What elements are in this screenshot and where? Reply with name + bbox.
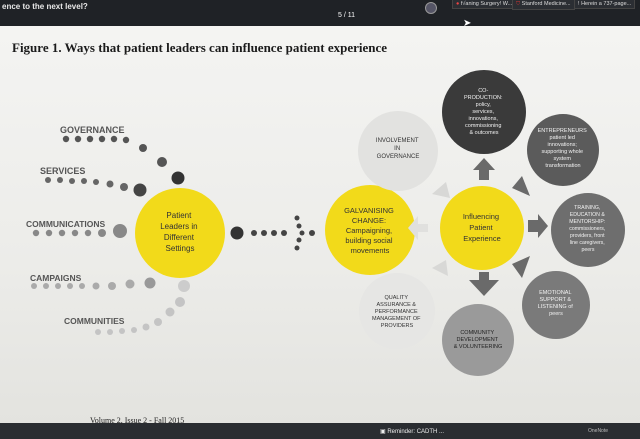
- tab-title[interactable]: ence to the next level?: [2, 2, 88, 11]
- quality-line-1: QUALITY: [385, 295, 409, 301]
- training-line-5: providers, front: [570, 233, 605, 239]
- training-line-2: EDUCATION &: [570, 212, 606, 218]
- reminder-label: Reminder: CADTH ...: [387, 429, 445, 435]
- journal-footer: Volume 2, Issue 2 - Fall 2015: [90, 416, 185, 425]
- connector-dots: [230, 215, 315, 251]
- svg-text:COMMUNITY DEVELOPMENT: COMMUNITY DEVELOPMENT & VOLUNTEERING: [454, 330, 503, 350]
- communications-dots: [32, 224, 127, 238]
- coproduction-line-2: PRODUCTION:: [464, 95, 503, 101]
- bookmark-label-1: f√aning Surgery! W...: [460, 1, 513, 7]
- svg-text:EMOTIONAL SUPPORT &: EMOTIONAL SUPPORT & LISTENING of peers: [538, 290, 575, 317]
- entrepreneurs-line-2: patient led: [550, 135, 575, 141]
- label-campaigns: CAMPAIGNS: [30, 273, 82, 283]
- quality-line-4: MANAGEMENT OF: [372, 316, 421, 322]
- svg-text:QUALITY ASSURANCE &: QUALITY ASSURANCE & PERFORMANCE MANAGEME…: [372, 295, 422, 329]
- leaders-line-2: Leaders in: [160, 222, 197, 231]
- reminder-icon: ▣: [380, 429, 386, 435]
- training-line-3: MENTORSHIP:: [569, 219, 605, 225]
- bookmark-tab-3[interactable]: ! Herein a 737-page...: [574, 0, 636, 9]
- galvanising-line-4: building social: [345, 236, 392, 245]
- community-line-3: & VOLUNTEERING: [454, 344, 503, 350]
- quality-line-2: ASSURANCE &: [377, 302, 417, 308]
- taskbar-app-label[interactable]: OneNote: [588, 428, 609, 434]
- entrepreneurs-circle: ENTREPRENEURS patient led innovations; s…: [527, 114, 599, 186]
- label-communications: COMMUNICATIONS: [26, 219, 105, 229]
- coproduction-line-4: services,: [472, 109, 494, 115]
- leaders-line-4: Settings: [166, 244, 195, 253]
- direction-arrows: [408, 158, 548, 296]
- influencing-line-2: Patient: [469, 223, 493, 232]
- coproduction-line-7: & outcomes: [469, 130, 498, 136]
- exclamation-icon: !: [578, 1, 580, 7]
- training-line-6: line caregivers,: [570, 240, 605, 246]
- quality-line-5: PROVIDERS: [381, 323, 414, 329]
- bookmark-label-3: Herein a 737-page...: [581, 1, 632, 7]
- community-line-1: COMMUNITY: [460, 330, 494, 336]
- involvement-line-3: GOVERNANCE: [377, 154, 420, 160]
- emotional-line-2: SUPPORT &: [539, 297, 571, 303]
- bookmark-label-2: Stanford Medicine...: [521, 1, 571, 7]
- community-development-circle: COMMUNITY DEVELOPMENT & VOLUNTEERING: [442, 304, 514, 376]
- emotional-support-circle: EMOTIONAL SUPPORT & LISTENING of peers: [522, 271, 590, 339]
- involvement-line-1: INVOLVEMENT: [376, 138, 419, 144]
- galvanising-change-circle: GALVANISING CHANGE: Campaigning, buildin…: [325, 185, 415, 275]
- svg-text:CO- PRODUCTION:: CO- PRODUCTION: policy, services, innova…: [464, 88, 504, 136]
- entrepreneurs-line-3: innovations;: [548, 142, 578, 148]
- coproduction-line-1: CO-: [478, 88, 488, 94]
- svg-text:INVOLVEMENT IN: INVOLVEMENT IN GOVERNANCE: [376, 138, 420, 160]
- governance-dots: [62, 135, 185, 185]
- influencing-line-3: Experience: [463, 234, 501, 243]
- stanford-shield-icon: ⛉: [516, 1, 521, 7]
- emotional-line-3: LISTENING of: [538, 304, 574, 310]
- quality-line-3: PERFORMANCE: [375, 309, 418, 315]
- training-line-4: commissioners,: [569, 226, 605, 232]
- entrepreneurs-line-4: supporting whole: [541, 149, 583, 155]
- galvanising-line-3: Campaigning,: [346, 226, 392, 235]
- coproduction-line-6: commissioning: [465, 123, 501, 129]
- communities-dots: [95, 280, 190, 335]
- figure-title: Figure 1. Ways that patient leaders can …: [12, 40, 388, 55]
- emotional-line-1: EMOTIONAL: [539, 290, 571, 296]
- quality-assurance-circle: QUALITY ASSURANCE & PERFORMANCE MANAGEME…: [359, 273, 435, 349]
- cursor-icon: ➤: [463, 18, 472, 29]
- leaders-line-3: Different: [164, 233, 195, 242]
- galvanising-line-1: GALVANISING: [344, 206, 394, 215]
- leaders-line-1: Patient: [166, 211, 192, 220]
- browser-toolbar: ence to the next level? ● f√aning Surger…: [0, 0, 640, 29]
- patient-leaders-circle: Patient Leaders in Different Settings: [135, 188, 225, 278]
- label-communities: COMMUNITIES: [64, 316, 125, 326]
- community-line-2: DEVELOPMENT: [457, 337, 499, 343]
- co-production-circle: CO- PRODUCTION: policy, services, innova…: [442, 70, 526, 154]
- svg-text:ENTREPRENEURS patient: ENTREPRENEURS patient led innovations; s…: [538, 128, 589, 169]
- training-line-7: peers: [582, 247, 595, 253]
- services-dots: [45, 177, 147, 197]
- label-governance: GOVERNANCE: [60, 125, 125, 135]
- taskbar: Volume 2, Issue 2 - Fall 2015 ▣ Reminder…: [0, 416, 640, 439]
- training-education-circle: TRAINING, EDUCATION & MENTORSHIP: commis…: [551, 193, 625, 267]
- influencing-patient-experience-circle: Influencing Patient Experience: [440, 186, 524, 270]
- involvement-governance-circle: INVOLVEMENT IN GOVERNANCE: [358, 111, 438, 191]
- coproduction-line-3: policy,: [476, 102, 492, 108]
- app-icon[interactable]: [425, 2, 437, 14]
- influencing-line-1: Influencing: [463, 212, 499, 221]
- svg-text:Patient Leaders in: Patient Leaders in Different Settings: [160, 211, 200, 253]
- training-line-1: TRAINING,: [574, 205, 600, 211]
- emotional-line-4: peers: [549, 311, 563, 317]
- entrepreneurs-line-5: system: [554, 156, 572, 162]
- page-indicator: 5 / 11: [338, 12, 355, 19]
- svg-text:TRAINING, EDUCATION &: TRAINING, EDUCATION & MENTORSHIP: commis…: [569, 205, 607, 253]
- label-services: SERVICES: [40, 166, 85, 176]
- involvement-line-2: IN: [394, 146, 400, 152]
- galvanising-line-5: movements: [351, 246, 390, 255]
- reminder-notification[interactable]: ▣ Reminder: CADTH ...: [380, 428, 444, 435]
- entrepreneurs-line-1: ENTREPRENEURS: [538, 128, 588, 134]
- svg-text:GALVANISING CHANGE:: GALVANISING CHANGE: Campaigning, buildin…: [344, 206, 396, 255]
- galvanising-line-2: CHANGE:: [352, 216, 386, 225]
- svg-text:Influencing Patient: Influencing Patient Experience: [463, 212, 501, 243]
- bookmark-icon: ●: [456, 1, 460, 7]
- coproduction-line-5: innovations,: [469, 116, 499, 122]
- entrepreneurs-line-6: transformation: [545, 163, 580, 169]
